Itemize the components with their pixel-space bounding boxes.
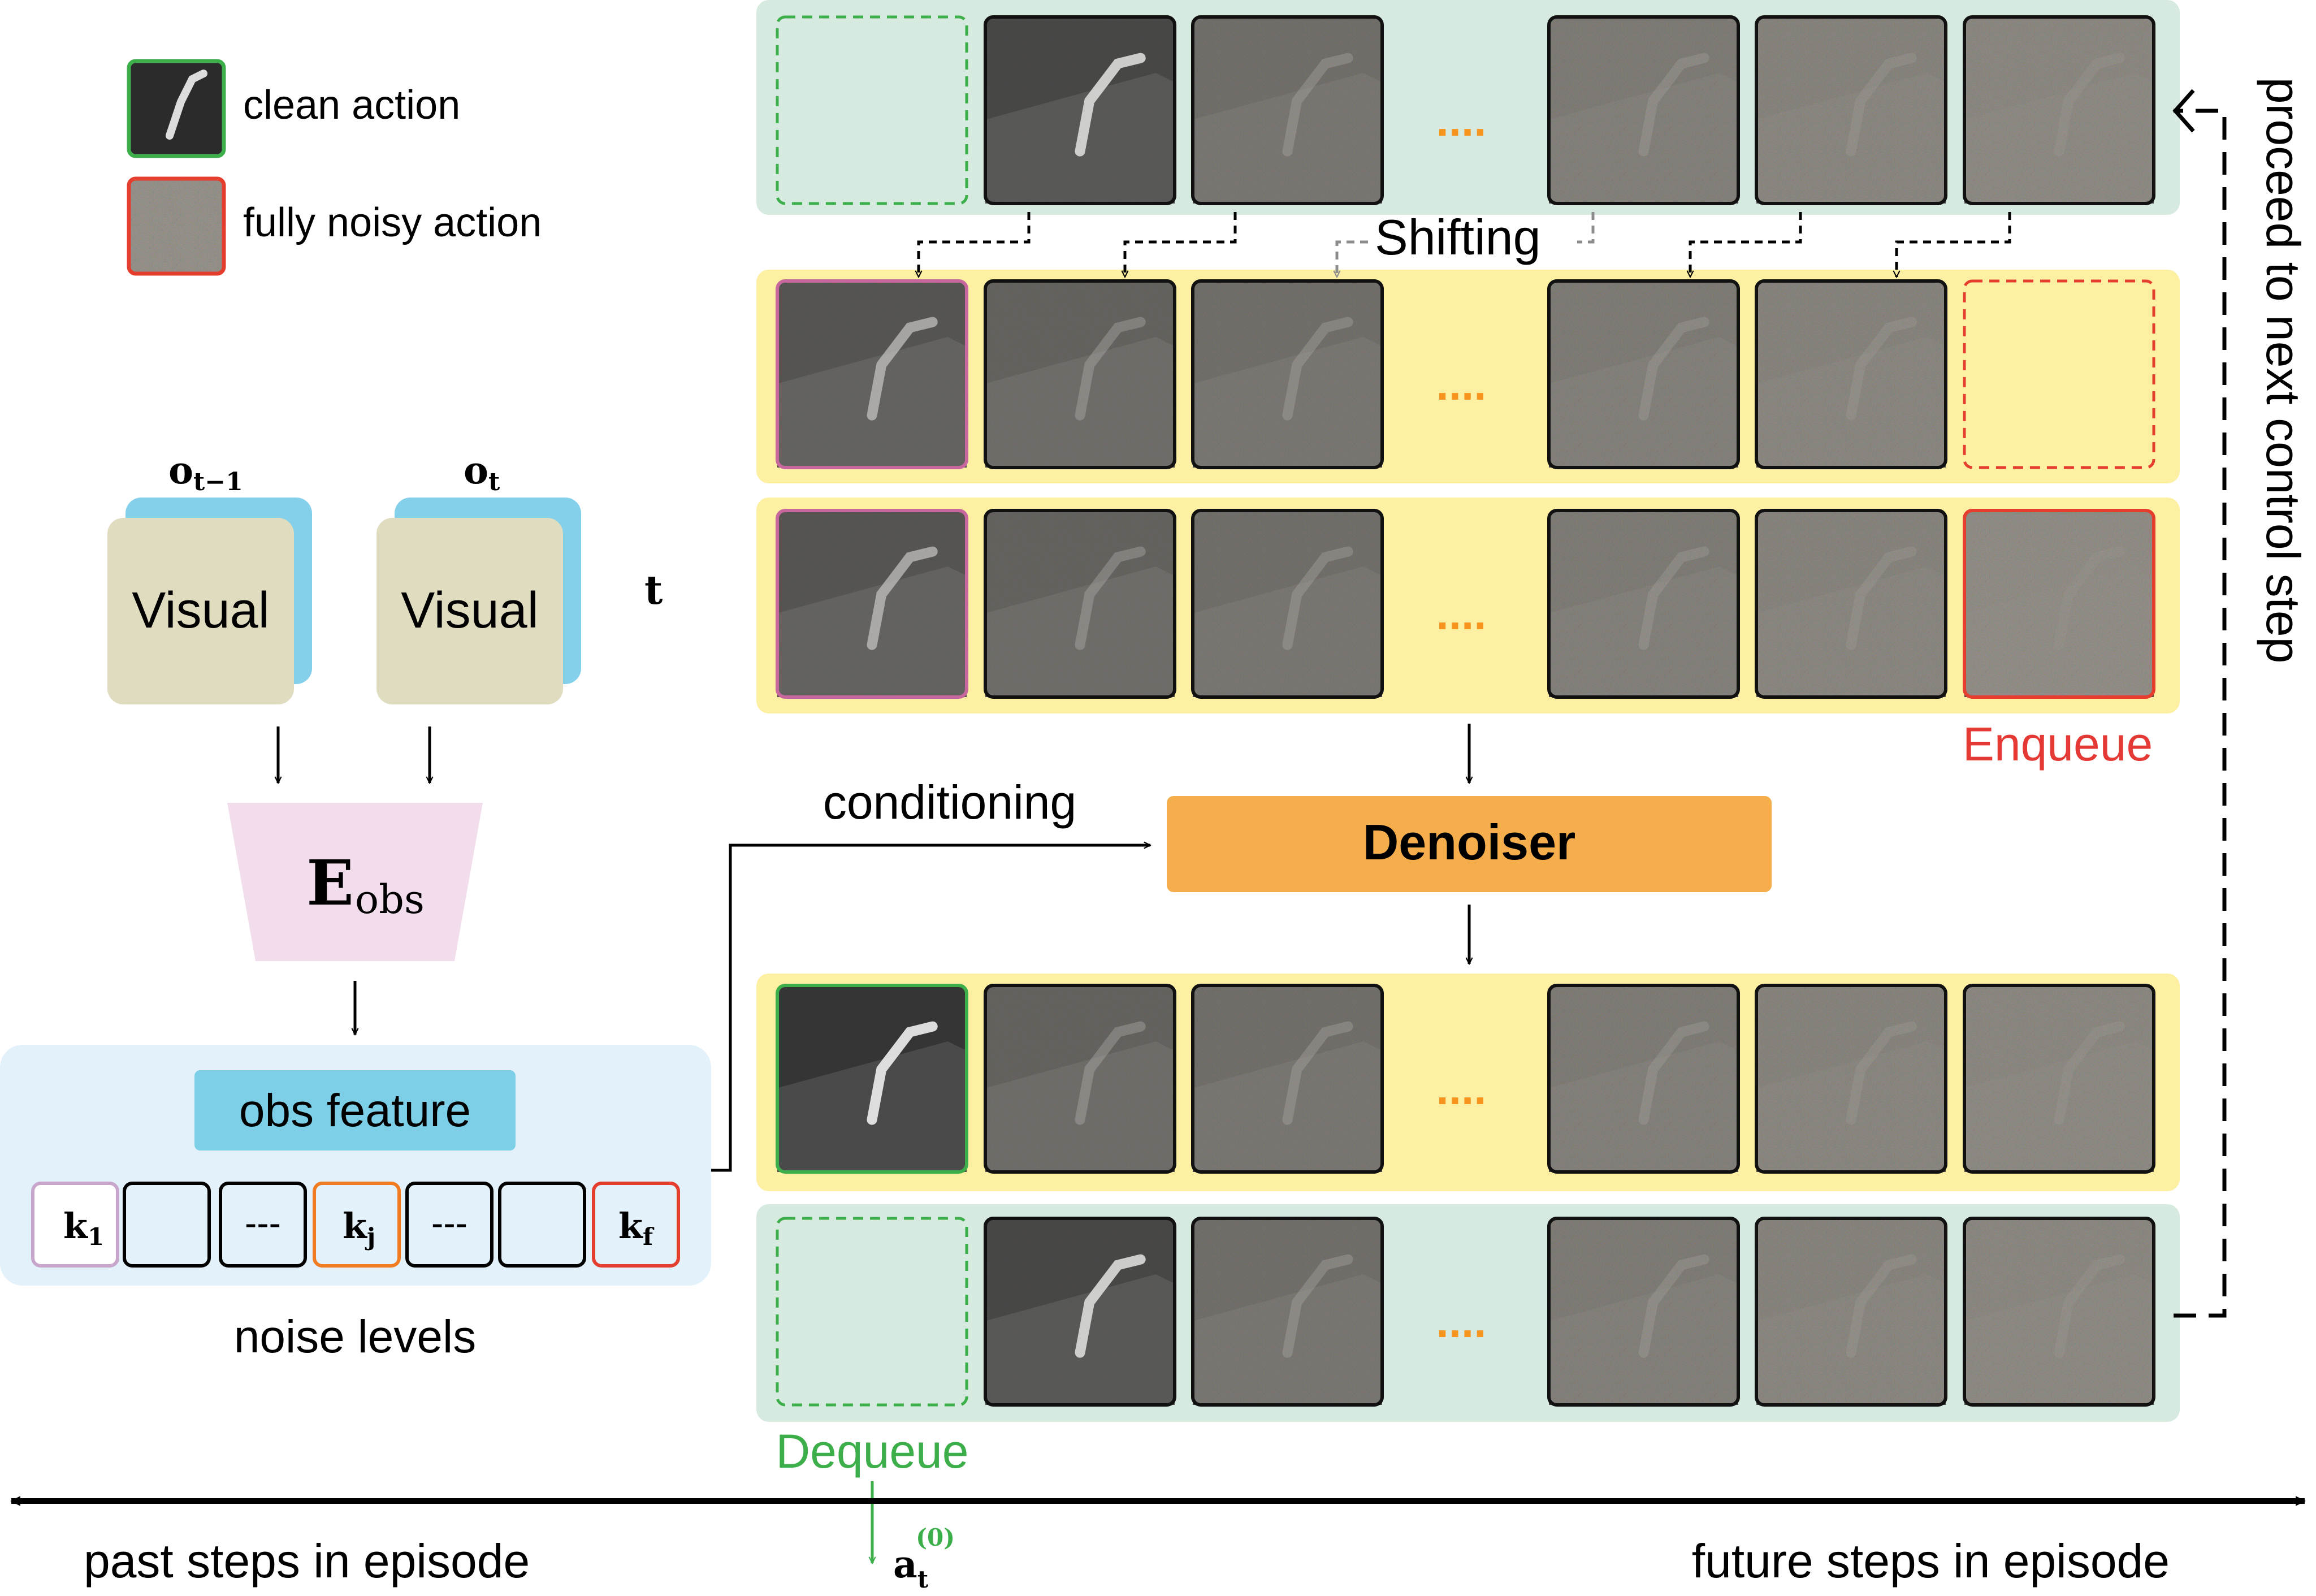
ellipsis: .... <box>1436 95 1487 145</box>
noise-level-box-2 <box>123 1182 211 1268</box>
action-frame <box>776 279 968 469</box>
action-frame <box>984 984 1176 1174</box>
shift-arrow <box>919 212 1031 277</box>
action-frame <box>1755 984 1947 1174</box>
timeline-past-label: past steps in episode <box>84 1534 530 1588</box>
obs-curr-label: ot <box>464 448 500 496</box>
action-frame <box>1191 984 1384 1174</box>
noise-levels-label: noise levels <box>234 1311 476 1363</box>
encoder-sub: obs <box>355 876 425 923</box>
action-frame <box>1547 1217 1740 1407</box>
noise-level-dashes-right: --- <box>431 1203 467 1243</box>
action-frame <box>1547 279 1740 469</box>
feature-title-bg <box>194 1070 516 1150</box>
shift-arrow <box>1690 212 1802 277</box>
noise-level-box-3 <box>219 1182 307 1268</box>
empty-slot-dequeued <box>776 1217 968 1407</box>
action-frame <box>1755 1217 1947 1407</box>
conditioning-connector: conditioning <box>711 776 1150 1172</box>
shift-arrow-gray-left <box>1337 240 1368 277</box>
shift-arrow <box>1125 212 1237 277</box>
action-frame <box>1191 1217 1384 1407</box>
visual-card-curr <box>376 518 563 704</box>
shift-arrow <box>1897 212 2011 277</box>
noise-level-kf <box>592 1182 680 1268</box>
obs-prev-label: ot−1 <box>168 448 243 496</box>
observation-inputs: ot−1 Visual ot Visual t <box>107 448 663 783</box>
proceed-label: proceed to next control step <box>2257 77 2310 664</box>
empty-slot-enqueue <box>1963 279 2155 469</box>
proceed-dashed-line <box>2174 109 2227 1318</box>
visual-card-curr-text: Visual <box>401 582 539 639</box>
action-frame <box>1963 509 2155 699</box>
timeline-future-label: future steps in episode <box>1692 1534 2170 1588</box>
visual-card-prev-text: Visual <box>132 582 270 639</box>
action-frame <box>1191 509 1384 699</box>
noise-level-kj <box>313 1182 401 1268</box>
noise-level-k1 <box>31 1182 119 1268</box>
noise-level-dashes-left: --- <box>245 1203 281 1243</box>
enqueue-label: Enqueue <box>1963 717 2153 771</box>
action-frame <box>1963 984 2155 1174</box>
conditioning-arrow <box>711 845 1150 1172</box>
obs-feature-panel: obs feature k1 --- kj --- kf noise level… <box>0 1045 711 1363</box>
action-frame <box>1755 509 1947 699</box>
action-frame <box>984 509 1176 699</box>
action-frame <box>1547 15 1740 205</box>
action-queues: .................... <box>756 0 2180 1422</box>
noise-level-k1-label: k1 <box>63 1205 104 1251</box>
noise-level-box-6 <box>498 1182 586 1268</box>
noise-level-box-5 <box>405 1182 493 1268</box>
action-frame <box>984 15 1176 205</box>
action-frame <box>1963 15 2155 205</box>
action-frame <box>1191 15 1384 205</box>
denoiser: Denoiser <box>1167 724 1772 964</box>
action-frame <box>1547 984 1740 1174</box>
ellipsis: .... <box>1436 1063 1487 1114</box>
empty-slot-dequeued <box>776 15 968 205</box>
ellipsis: .... <box>1436 1296 1487 1347</box>
encoder-label: E <box>306 846 354 919</box>
action-frame <box>776 509 968 699</box>
shift-arrow-gray-right <box>1577 212 1595 244</box>
proceed-arrowhead <box>2172 89 2195 133</box>
legend-clean-label: clean action <box>243 83 460 128</box>
action-frame <box>1963 1217 2155 1407</box>
legend: clean action fully noisy action <box>127 59 542 276</box>
robot-arm-icon <box>166 70 207 140</box>
shifting-arrows: Shifting <box>919 209 2011 277</box>
encoder: E obs <box>227 803 483 1035</box>
feature-title: obs feature <box>239 1085 471 1136</box>
action-frame <box>1547 509 1740 699</box>
action-frame <box>984 279 1176 469</box>
output-action-label: at(0) <box>893 1524 955 1593</box>
conditioning-label: conditioning <box>823 776 1076 829</box>
action-frame <box>984 1217 1176 1407</box>
visual-card-prev <box>107 518 294 704</box>
action-frame <box>1755 15 1947 205</box>
noise-level-kf-label: kf <box>618 1205 655 1251</box>
legend-noisy-label: fully noisy action <box>243 200 542 245</box>
denoiser-box <box>1167 796 1772 892</box>
ellipsis: .... <box>1436 359 1487 409</box>
ellipsis: .... <box>1436 589 1487 639</box>
shifting-label: Shifting <box>1375 209 1541 265</box>
dequeue-label: Dequeue <box>776 1425 969 1478</box>
denoiser-label: Denoiser <box>1363 814 1576 870</box>
action-frame <box>1191 279 1384 469</box>
encoder-shape <box>227 803 483 961</box>
action-frame <box>1755 279 1947 469</box>
timestep-label: t <box>644 566 663 613</box>
action-frame <box>776 984 968 1174</box>
legend-noisy-swatch <box>127 176 226 276</box>
noise-level-kj-label: kj <box>343 1205 375 1251</box>
timeline: past steps in episode future steps in ep… <box>10 1496 2306 1588</box>
proceed-loop: proceed to next control step <box>2172 77 2310 1318</box>
